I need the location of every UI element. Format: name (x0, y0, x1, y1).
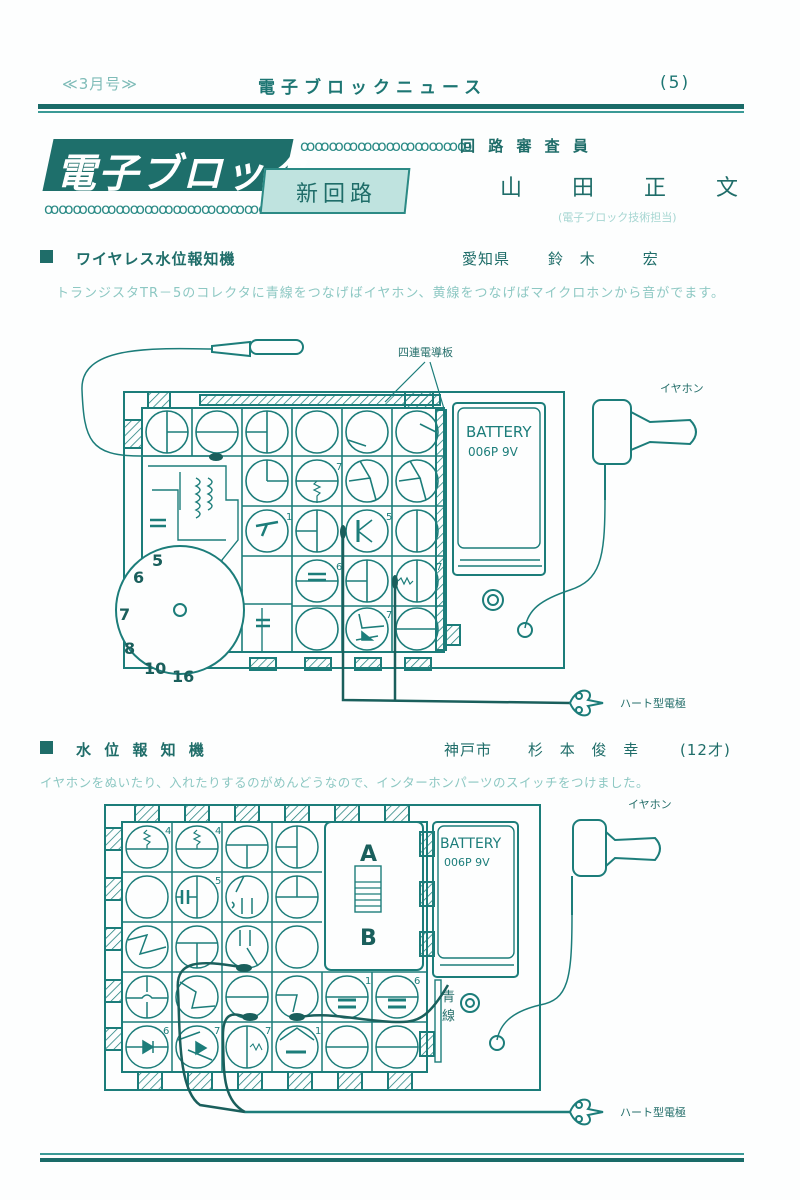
quad-plate-label: 四連電導板 (398, 345, 453, 359)
issue-label: ≪3月号≫ (62, 75, 138, 93)
heart-electrode-icon-1 (568, 689, 604, 717)
header-rule-thick (38, 104, 744, 109)
earphone-jack-2 (489, 1035, 505, 1051)
battery-2 (432, 821, 519, 978)
article1-author-name: 鈴 木 宏 (548, 250, 664, 268)
reviewer-note: (電子ブロック技術担当) (558, 211, 677, 224)
svg-text:5: 5 (386, 512, 392, 523)
chain-decoration-bottom: ꝏꝏꝏꝏꝏꝏꝏꝏꝏꝏꝏꝏꝏꝏꝏꝏꝏ (44, 200, 288, 218)
svg-text:6: 6 (414, 976, 420, 987)
dial-number-8: 8 (124, 639, 135, 658)
svg-text:7: 7 (336, 462, 342, 473)
earphone-icon-2 (496, 819, 661, 1041)
svg-text:4: 4 (165, 826, 171, 837)
newsletter-title: 電子ブロックニュース (258, 78, 488, 98)
quad-conductor-plate-1 (199, 394, 441, 406)
switch-b-label[interactable]: B (360, 926, 377, 951)
page-number: (5) (660, 73, 691, 93)
battery-2-label: BATTERY (440, 836, 502, 852)
dial-number-16: 16 (172, 667, 194, 686)
earphone-label-2: イヤホン (628, 798, 672, 811)
heart-electrode-icon-2 (568, 1098, 604, 1126)
chain-decoration-top: ꝏꝏꝏꝏꝏꝏꝏꝏꝏꝏꝏꝏ (300, 137, 472, 155)
svg-text:1: 1 (315, 1026, 321, 1037)
quad-conductor-plate-2 (435, 409, 447, 651)
svg-text:4: 4 (215, 826, 221, 837)
dial-number-7: 7 (119, 605, 130, 624)
article2-body: イヤホンをぬいたり、入れたりするのがめんどうなので、インターホンパーツのスイッチ… (40, 775, 650, 790)
footer-rule-thin (40, 1153, 744, 1155)
svg-text:7: 7 (386, 610, 392, 621)
svg-text:7: 7 (265, 1026, 271, 1037)
blue-wire-label-1: 青 (442, 990, 455, 1005)
earphone-label-1: イヤホン (660, 382, 704, 395)
switch-a-label[interactable]: A (360, 842, 377, 867)
header-rule-thin (38, 111, 744, 113)
circuit-diagram-2: 4 4 5 1 6 6 7 7 1 A B BATTERY 006P 9V 青 線 イヤホ… (104, 798, 686, 1126)
battery-1 (452, 402, 546, 576)
battery-2-type: 006P 9V (444, 856, 490, 869)
svg-text:7: 7 (214, 1026, 220, 1037)
article2-author-age: (12才) (680, 741, 731, 759)
article2-author-name: 杉 本 俊 幸 (528, 741, 645, 759)
footer-rule-thick (40, 1158, 744, 1162)
article1-author-prefecture: 愛知県 (462, 250, 511, 268)
electrode-label-2: ハート型電極 (620, 1105, 686, 1119)
svg-text:1: 1 (286, 512, 292, 523)
tuning-dial-icon (115, 545, 245, 675)
earphone-plug-icon (81, 339, 304, 457)
electrode-label-1: ハート型電極 (620, 696, 686, 710)
article1-body: トランジスタTR－5のコレクタに青線をつなげばイヤホン、黄線をつなげばマイクロホ… (56, 286, 725, 301)
dial-number-5: 5 (152, 551, 163, 570)
battery-1-label: BATTERY (466, 423, 532, 441)
blue-wire-label-2: 線 (442, 1008, 455, 1024)
dial-number-10: 10 (144, 659, 166, 678)
circuit-diagram-1: 7 1 5 6 7 7 5 6 7 8 10 16 BATTERY 006P 9… (81, 339, 704, 717)
svg-text:5: 5 (215, 876, 221, 887)
svg-text:7: 7 (436, 562, 442, 573)
article2-author-pref: 神戸市 (444, 741, 493, 759)
article1-title: ワイヤレス水位報知機 (76, 250, 236, 268)
subtitle-text: 新回路 (296, 182, 378, 207)
reviewer-role: 回 路 審 査 員 (460, 137, 592, 155)
earphone-icon-1 (524, 399, 697, 629)
section-marker-1 (40, 250, 53, 263)
battery-1-type: 006P 9V (468, 445, 519, 459)
section-marker-2 (40, 741, 53, 754)
svg-text:6: 6 (163, 1026, 169, 1037)
reviewer-name: 山 田 正 文 (500, 176, 753, 201)
dial-number-6: 6 (133, 568, 144, 587)
earphone-jack-1 (517, 622, 533, 638)
svg-text:6: 6 (336, 562, 342, 573)
intercom-switch (324, 821, 424, 971)
article2-title: 水 位 報 知 機 (76, 741, 208, 759)
svg-text:1: 1 (365, 976, 371, 987)
